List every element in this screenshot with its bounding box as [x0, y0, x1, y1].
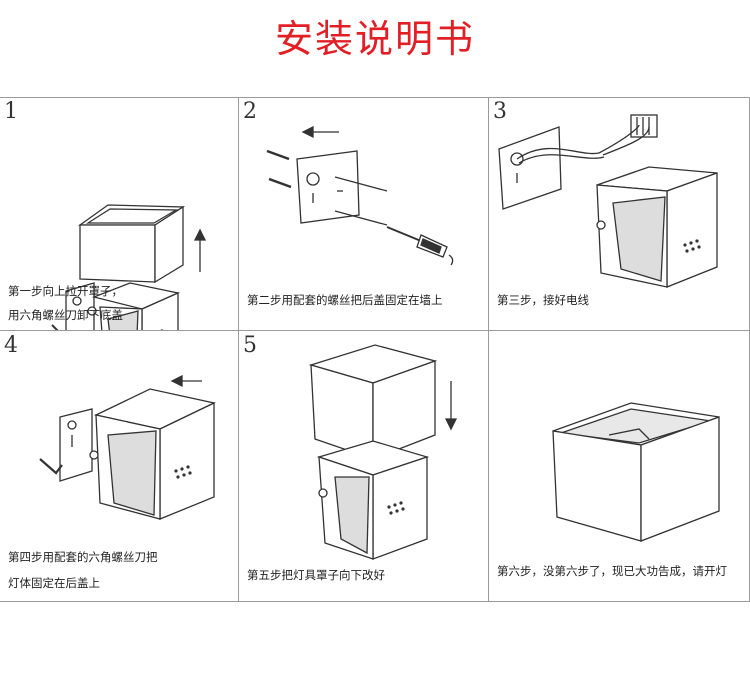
- instruction-grid: 1: [0, 97, 750, 602]
- step-5-panel: 5 第五步把灯具罩子向下改好: [239, 331, 488, 601]
- step-caption-line: 第二步用配套的螺丝把后盖固定在墙上: [247, 293, 443, 307]
- page-title: 安装说明书: [274, 17, 475, 61]
- step-caption-line: 第三步，接好电线: [497, 293, 589, 307]
- step-number: 5: [243, 333, 257, 358]
- grid-line: [0, 601, 750, 602]
- step-2-illustration: [266, 125, 454, 266]
- step-caption-line: 第五步把灯具罩子向下改好: [247, 568, 385, 582]
- step-caption-line: 第六步，没第六步了，现已大功告成，请开灯: [497, 564, 727, 578]
- step-number: 2: [243, 99, 257, 124]
- step-4-illustration: [39, 374, 216, 520]
- step-6-illustration: [552, 402, 720, 542]
- step-number: 1: [4, 99, 18, 124]
- step-3-illustration: [498, 114, 718, 288]
- step-5-illustration: [308, 344, 458, 560]
- step-caption-line: 第一步向上拉开罩子，: [8, 284, 123, 298]
- grid-line: [0, 330, 750, 331]
- step-1-panel: 1: [0, 97, 238, 330]
- step-caption-line: 用六角螺丝刀卸下底盖: [8, 308, 123, 322]
- step-4-panel: 4 第四步用配套的六角螺丝刀: [0, 331, 238, 601]
- step-number: 4: [4, 333, 18, 358]
- step-1-illustration: [51, 204, 207, 330]
- step-6-panel: 第六步，没第六步了，现已大功告成，请开灯: [489, 331, 749, 601]
- grid-line: [488, 97, 489, 602]
- step-3-panel: 3: [489, 97, 749, 330]
- grid-line: [238, 97, 239, 602]
- step-2-panel: 2 第二步用配套的螺: [239, 97, 488, 330]
- grid-line: [0, 97, 750, 98]
- step-caption-line: 第四步用配套的六角螺丝刀把: [8, 550, 158, 564]
- step-caption-line: 灯体固定在后盖上: [8, 576, 100, 590]
- step-number: 3: [493, 99, 507, 124]
